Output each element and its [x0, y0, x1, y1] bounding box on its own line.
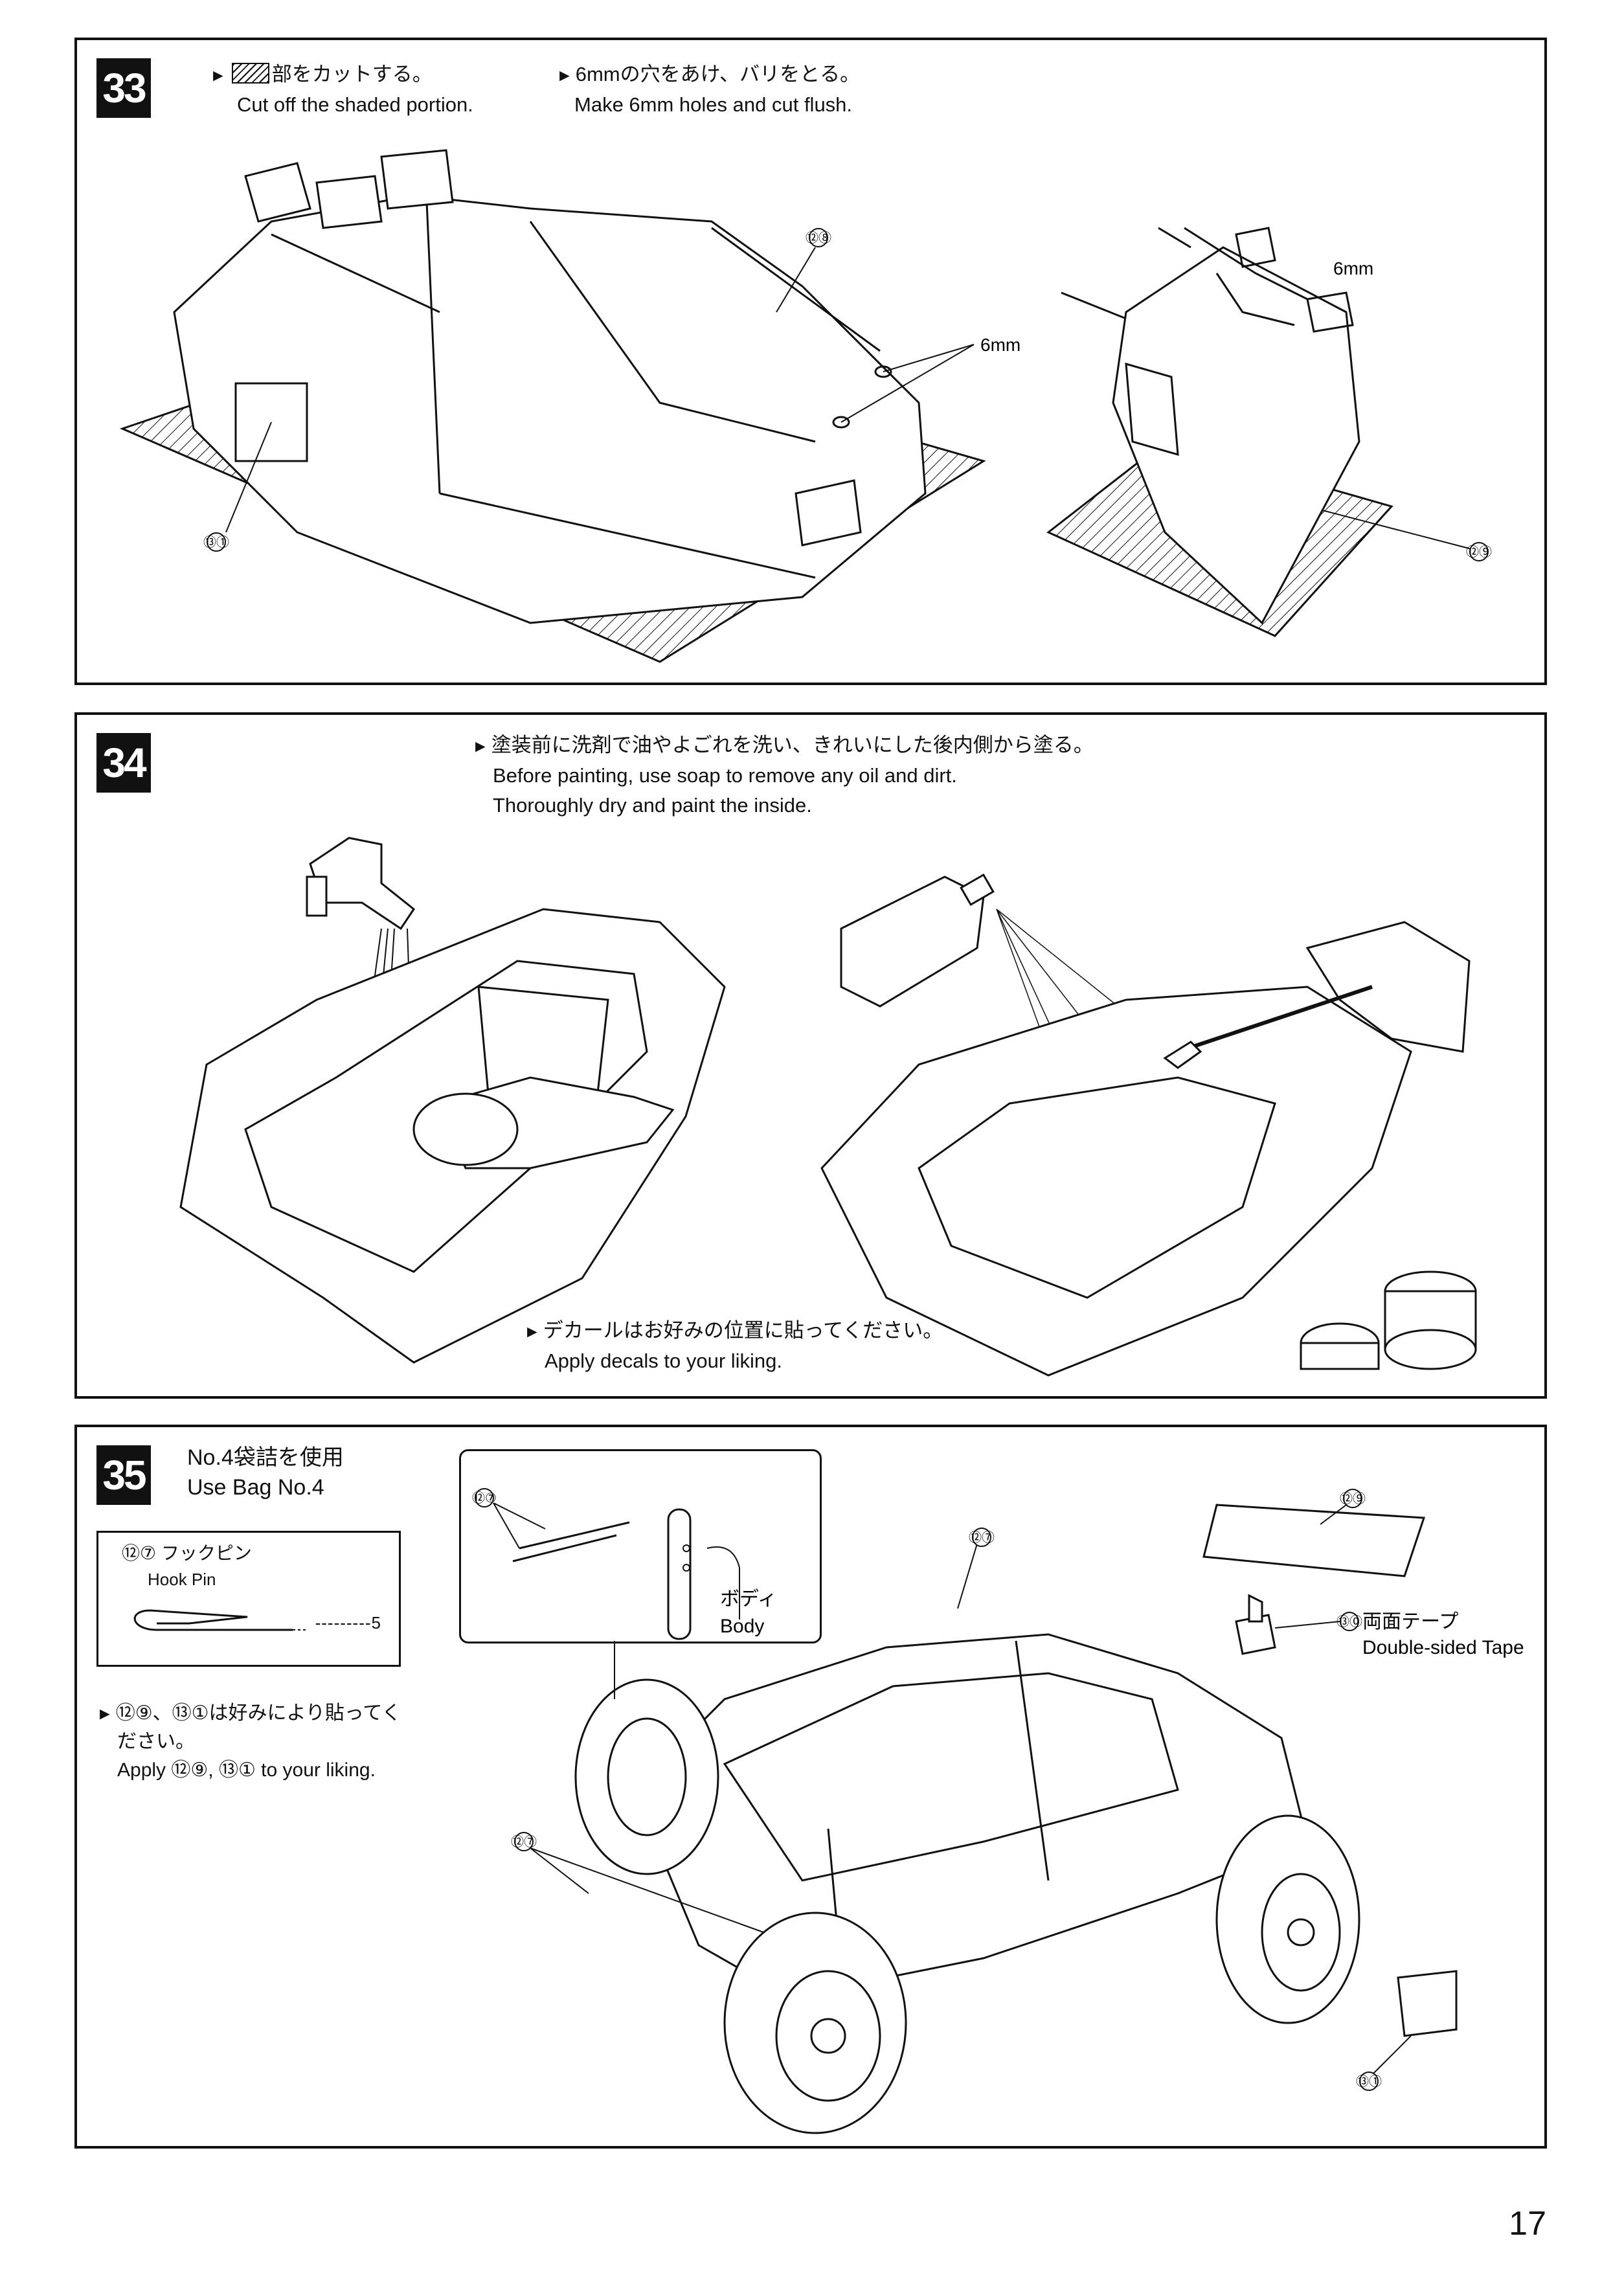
paint-jar-icon: [1300, 1270, 1477, 1370]
car-body-shell-painting: [820, 986, 1412, 1377]
instruction-en: Make 6mm holes and cut flush.: [574, 93, 853, 116]
body-trimming-illustration: ⑫⑧ ⑬① 6mm 6mm ⑫⑨: [119, 149, 1492, 663]
instruction-jp: デカールはお好みの位置に貼ってください。: [543, 1319, 943, 1342]
part-quantity-value: 5: [371, 1613, 381, 1632]
instruction-decals: ►デカールはお好みの位置に貼ってください。 Apply decals to yo…: [524, 1316, 943, 1376]
spray-mist: [996, 909, 1127, 1078]
step-34-panel: 34 ►塗装前に洗剤で油やよごれを洗い、きれいにした後内側から塗る。 Befor…: [74, 712, 1547, 1399]
step-33-panel: 33 ► 部をカットする。 Cut off the shaded portion.…: [74, 38, 1547, 685]
instruction-en: Apply decals to your liking.: [545, 1349, 783, 1372]
part-quantity: ---------5: [315, 1613, 381, 1632]
part-number: ⑫⑦: [122, 1543, 157, 1563]
instruction-jp: ださい。: [117, 1731, 195, 1752]
tape-label-en: Double-sided Tape: [1362, 1637, 1524, 1658]
part-name-en: Hook Pin: [148, 1570, 216, 1589]
instruction-holes: ►6mmの穴をあけ、バリをとる。 Make 6mm holes and cut …: [556, 60, 860, 120]
rear-wing-sticker: [1202, 1504, 1426, 1577]
instruction-cut: ► 部をカットする。 Cut off the shaded portion.: [210, 60, 473, 120]
sticker-instruction: ►⑫⑨、⑬①は好みにより貼ってく ださい。 Apply ⑫⑨, ⑬① to yo…: [96, 1699, 401, 1785]
rear-wheel-right: [1215, 1814, 1360, 2024]
part-number-label: ⑬⓪: [1336, 1614, 1362, 1629]
instruction-jp: 塗装前に洗剤で油やよごれを洗い、きれいにした後内側から塗る。: [491, 734, 1094, 756]
buggy-body: [633, 1633, 1309, 1998]
instruction-jp: ⑫⑨、⑬①は好みにより貼ってく: [115, 1702, 401, 1724]
hook-pin-icon: [133, 1609, 306, 1631]
part-entry: ⑫⑦ フックピン Hook Pin: [122, 1541, 252, 1592]
callout-lines: [225, 247, 1470, 549]
hook-pin-detail-illustration: ⑫⑦ ボディ Body: [472, 1488, 777, 1640]
step-number-badge: 33: [96, 58, 151, 118]
step-number-badge: 35: [96, 1445, 151, 1505]
instruction-en: Thoroughly dry and paint the inside.: [493, 794, 812, 817]
step-number-badge: 34: [96, 733, 151, 793]
step-35-panel: 35 No.4袋詰を使用 Use Bag No.4 ⑫⑦ フックピン Hook …: [74, 1425, 1547, 2149]
page-number: 17: [1509, 2205, 1546, 2242]
faucet-icon: [306, 837, 416, 931]
wash-and-paint-illustration: [179, 837, 1477, 1377]
instruction-wash-paint: ►塗装前に洗剤で油やよごれを洗い、きれいにした後内側から塗る。 Before p…: [472, 730, 1094, 820]
body-label-jp: ボディ: [720, 1588, 777, 1610]
part-number-label: ⑬①: [1356, 2074, 1382, 2089]
pointer-arrow-icon: ►: [210, 65, 227, 85]
instruction-en: Apply ⑫⑨, ⑬① to your liking.: [117, 1759, 376, 1781]
hole-size-label: 6mm: [1333, 258, 1373, 278]
hook-pin-detail-inset: ⑫⑦ ボディ Body: [459, 1449, 822, 1643]
car-body-side-view: [119, 149, 986, 663]
car-body-rear-view: [1046, 227, 1393, 637]
part-number-label: ⑫⑧: [806, 231, 831, 245]
pointer-arrow-icon: ►: [524, 1322, 541, 1341]
bag-instruction-jp: No.4袋詰を使用: [187, 1445, 344, 1470]
instruction-en: Before painting, use soap to remove any …: [493, 764, 957, 787]
part-number-label: ⑫⑨: [1340, 1491, 1366, 1506]
part-number-label: ⑫⑦: [511, 1834, 537, 1849]
pointer-arrow-icon: ►: [96, 1704, 113, 1723]
hand-with-brush-icon: [1163, 921, 1471, 1069]
instruction-jp: 6mmの穴をあけ、バリをとる。: [575, 63, 861, 85]
double-sided-tape-piece: [1235, 1594, 1276, 1655]
rear-wheel-left: [574, 1678, 719, 1875]
front-wheel: [723, 1912, 907, 2134]
side-sticker: [1397, 1970, 1458, 2037]
bag-instruction: No.4袋詰を使用 Use Bag No.4: [187, 1443, 344, 1502]
parts-list-box: ⑫⑦ フックピン Hook Pin ---------5: [96, 1531, 401, 1667]
pointer-arrow-icon: ►: [556, 65, 573, 85]
part-number-label: ⑫⑨: [1466, 545, 1492, 559]
part-number-label: ⑬①: [203, 535, 229, 550]
instruction-jp: 部をカットする。: [271, 63, 433, 85]
bag-instruction-en: Use Bag No.4: [187, 1475, 324, 1500]
part-name-jp: フックピン: [161, 1543, 252, 1563]
hole-size-label: 6mm: [980, 335, 1021, 355]
shaded-area-swatch-icon: [231, 63, 269, 84]
tape-label-jp: 両面テープ: [1362, 1611, 1458, 1632]
pointer-arrow-icon: ►: [472, 736, 489, 756]
spray-can-icon: [840, 873, 995, 1008]
instruction-en: Cut off the shaded portion.: [237, 93, 473, 116]
part-number-label: ⑫⑦: [472, 1491, 497, 1506]
body-label-en: Body: [720, 1616, 764, 1637]
hand-with-sponge-icon: [412, 1076, 675, 1169]
part-number-label: ⑫⑦: [969, 1530, 995, 1545]
